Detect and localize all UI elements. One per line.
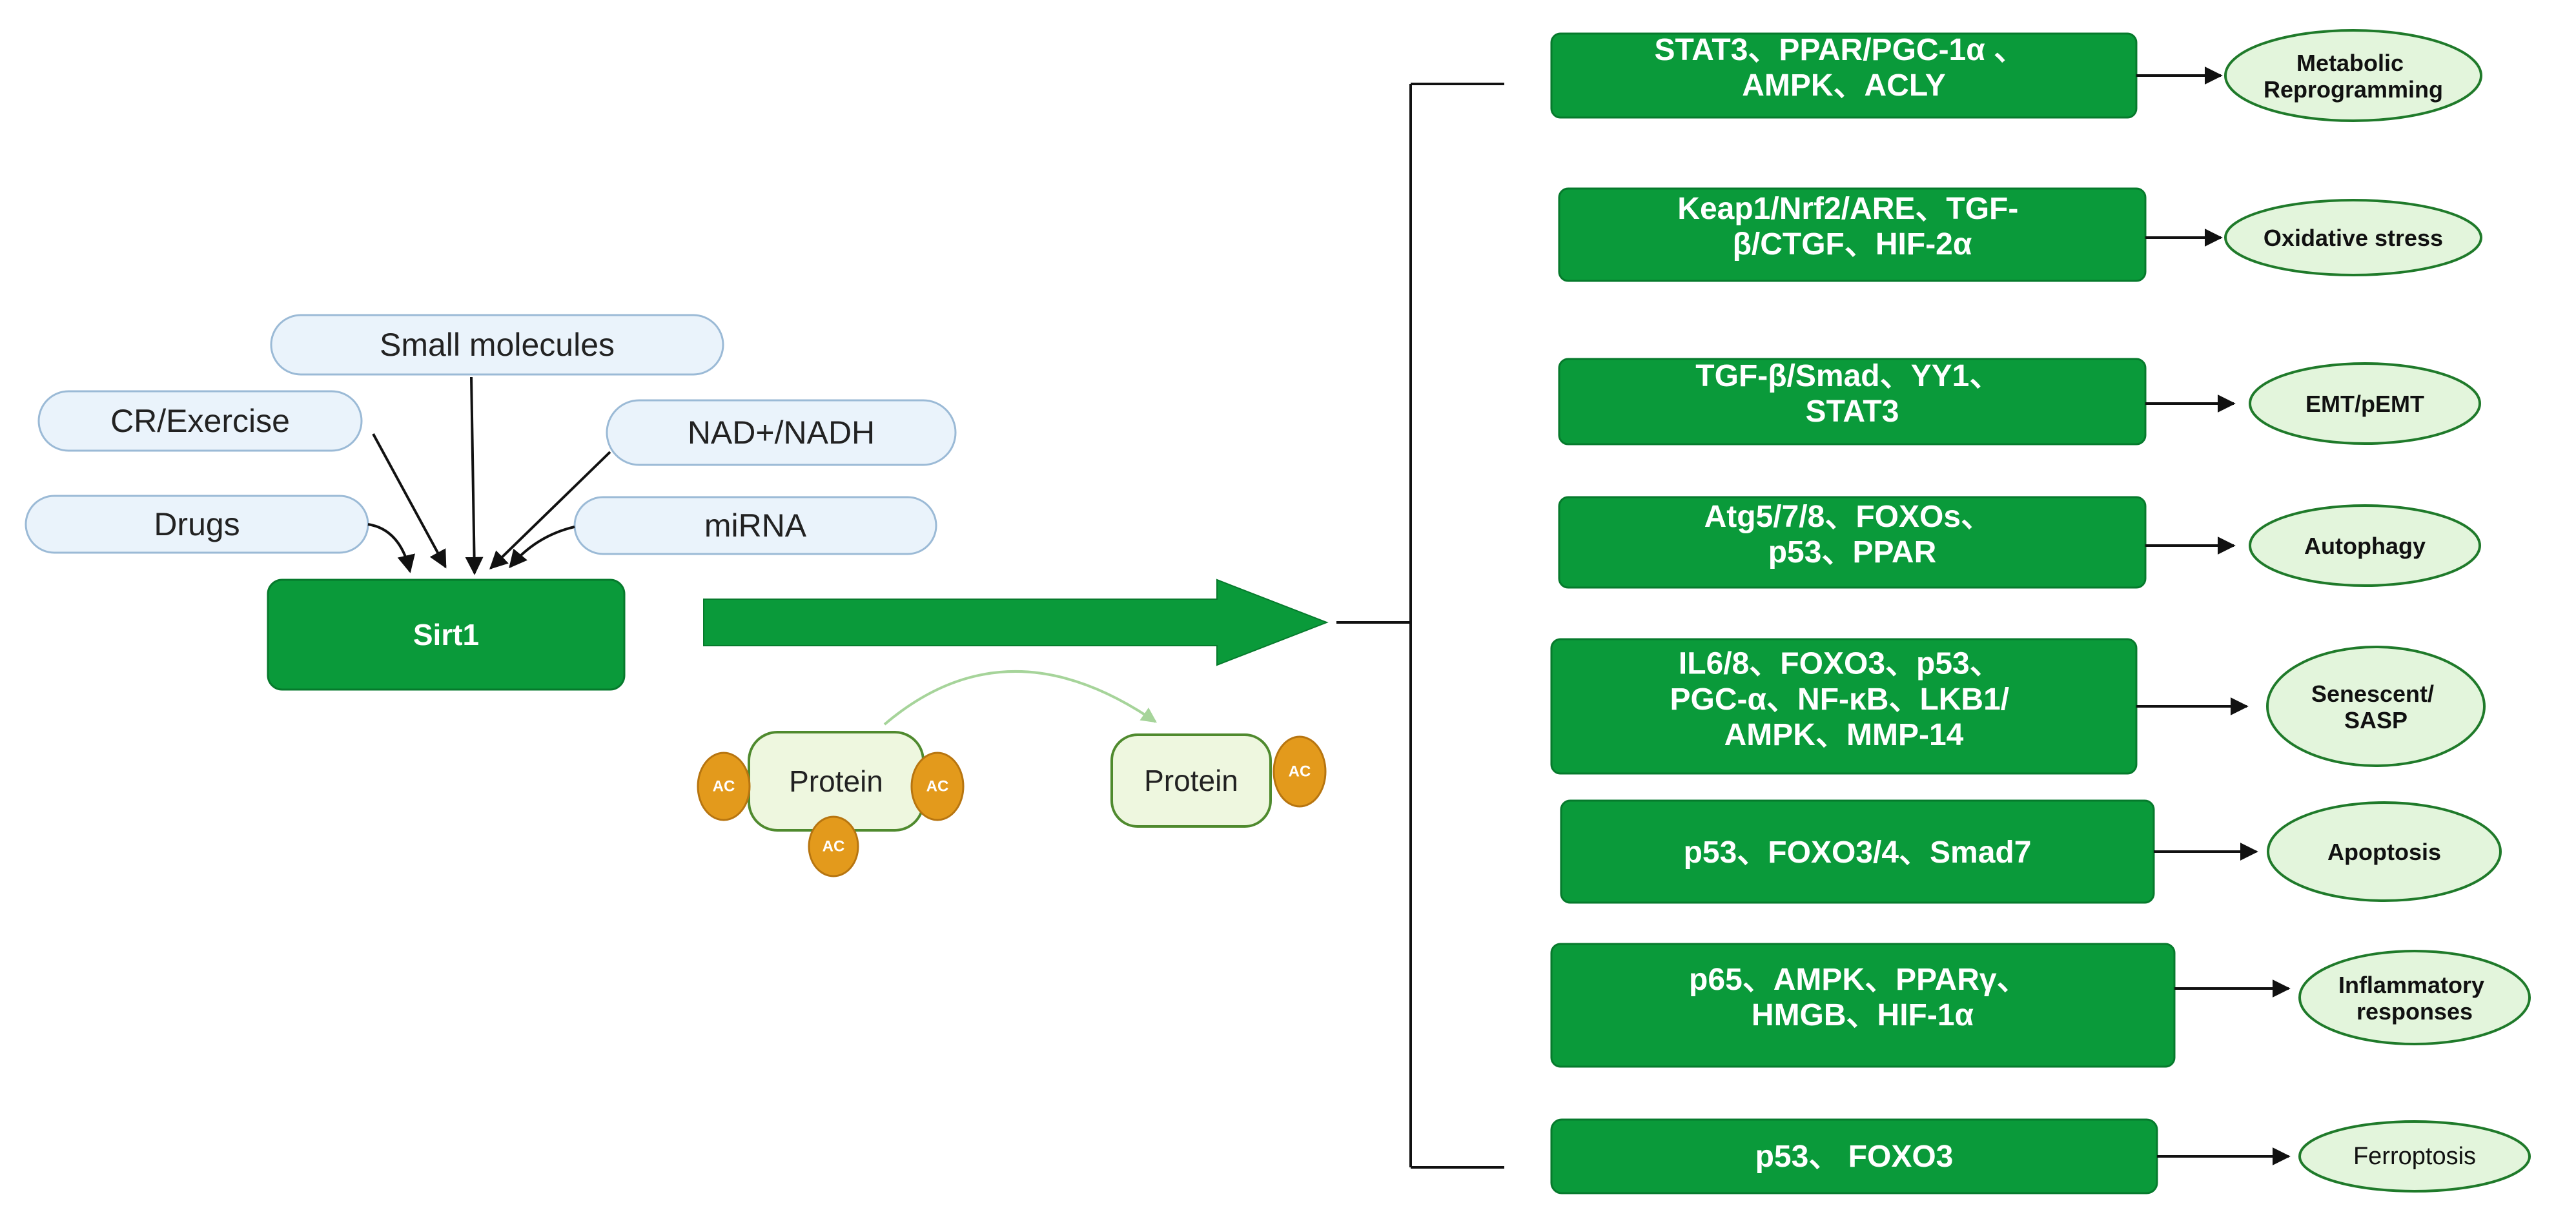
regulator-label: NAD+/NADH [688,415,875,451]
outcome-ellipse [2249,362,2481,445]
regulator-cr-exercise: CR/Exercise [37,390,363,452]
outcome-text: Autophagy [2304,533,2426,559]
ac-group-left: AC [697,752,751,821]
pathway-line: Keap1/Nrf2/ARE、TGF- [1677,192,2018,226]
pathway-box [1550,943,2176,1068]
pathway-line: HMGB、HIF-1α [1752,998,1974,1032]
pathway-box [1558,187,2147,282]
ac-label: AC [1289,763,1311,781]
outcome-line: responses [2356,998,2473,1025]
sirt1-box: Sirt1 [267,579,626,691]
pathway-text: TGF-β/Smad、YY1、 STAT3 [1695,359,2009,429]
pathway-bracket [1336,83,1504,1169]
outcome-ellipse [2266,646,2486,767]
pathway-line: AMPK、MMP-14 [1724,718,1964,752]
regulator-label: CR/Exercise [110,403,290,439]
deacetylation-arrow [883,670,1157,726]
pathway-line: p53、 FOXO3 [1755,1140,1954,1174]
pathway-row: TGF-β/Smad、YY1、 STAT3 EMT/pEMT [1558,358,2481,446]
ac-group-released: AC [1273,735,1327,808]
pathway-box [1558,496,2147,589]
ac-label: AC [713,778,735,795]
pathway-line: p53、FOXO3/4、Smad7 [1684,835,2032,870]
outcome-line: Senescent/ [2311,681,2434,707]
input-arrows [367,376,611,575]
outcome-ellipse [2298,950,2531,1045]
pathway-line: p65、AMPK、PPARγ、 [1689,963,2028,997]
pathway-rows: STAT3、PPAR/PGC-1α 、 AMPK、ACLY Metabolic … [1550,29,2531,1194]
ac-label: AC [926,778,949,795]
pathway-row: Keap1/Nrf2/ARE、TGF- β/CTGF、HIF-2α Oxidat… [1558,187,2482,282]
main-green-arrow [703,579,1329,666]
arrow-cr-exercise [372,433,447,569]
outcome-ellipse [2298,1120,2531,1193]
regulator-label: miRNA [704,507,807,544]
outcome-ellipse [2224,199,2482,276]
outcome-text: EMT/pEMT [2305,391,2424,417]
protein-right-label: Protein [1144,764,1238,797]
sirt1-label: Sirt1 [413,618,479,651]
regulator-small-molecules: Small molecules [270,314,724,376]
pathway-text: p53、FOXO3/4、Smad7 [1684,835,2032,870]
outcome-ellipse [2224,29,2482,122]
pathway-text: IL6/8、FOXO3、p53、 PGC-α、NF-κB、LKB1/ AMPK、… [1670,647,2018,752]
outcome-ellipse [2249,504,2481,587]
pathway-line: p53、PPAR [1768,535,1937,569]
outcome-line: Autophagy [2304,533,2426,559]
pathway-text: p53、 FOXO3 [1755,1140,1954,1174]
arrow-mirna [509,526,575,569]
regulator-mirna: miRNA [573,496,937,555]
pathway-text: Atg5/7/8、FOXOs、 p53、PPAR [1704,500,2001,569]
outcome-text: Apoptosis [2327,839,2441,865]
outcome-ellipse [2267,801,2502,902]
pathway-text: Keap1/Nrf2/ARE、TGF- β/CTGF、HIF-2α [1677,192,2027,261]
pathway-line: AMPK、ACLY [1742,68,1946,103]
protein-right: Protein [1110,733,1272,828]
pathway-text: STAT3、PPAR/PGC-1α 、 AMPK、ACLY [1655,33,2034,103]
outcome-text: Oxidative stress [2264,225,2443,251]
pathway-line: β/CTGF、HIF-2α [1733,227,1972,261]
pathway-line: PGC-α、NF-κB、LKB1/ [1670,682,2010,717]
outcome-line: SASP [2344,707,2407,733]
arrow-drugs [367,523,415,573]
pathway-row: IL6/8、FOXO3、p53、 PGC-α、NF-κB、LKB1/ AMPK、… [1550,638,2486,775]
pathway-row: p53、FOXO3/4、Smad7 Apoptosis [1560,799,2502,904]
pathway-text: p65、AMPK、PPARγ、 HMGB、HIF-1α [1689,963,2036,1032]
outcome-line: EMT/pEMT [2305,391,2424,417]
pathway-line: STAT3 [1806,394,1899,429]
regulator-drugs: Drugs [25,495,369,554]
pathway-row: p53、 FOXO3 Ferroptosis [1550,1118,2531,1194]
ac-group-right: AC [910,752,965,821]
pathway-row: p65、AMPK、PPARγ、 HMGB、HIF-1α Inflammatory… [1550,943,2531,1068]
pathway-row: Atg5/7/8、FOXOs、 p53、PPAR Autophagy [1558,496,2481,589]
regulator-nad-nadh: NAD+/NADH [606,399,957,466]
outcome-line: Oxidative stress [2264,225,2443,251]
ac-label: AC [823,838,845,855]
outcome-text: Inflammatory responses [2338,972,2491,1025]
regulator-label: Drugs [154,506,240,542]
outcome-line: Reprogramming [2264,76,2443,103]
pathway-row: STAT3、PPAR/PGC-1α 、 AMPK、ACLY Metabolic … [1550,29,2482,122]
arrow-small-molecules [465,376,484,575]
pathway-line: TGF-β/Smad、YY1、 [1695,359,2000,393]
pathway-line: Atg5/7/8、FOXOs、 [1704,500,1992,534]
outcome-text: Metabolic Reprogramming [2264,50,2443,103]
outcome-line: Inflammatory [2338,972,2484,998]
outcome-line: Metabolic [2296,50,2404,76]
pathway-line: IL6/8、FOXO3、p53、 [1679,647,2001,681]
ac-group-bottom: AC [808,815,859,877]
outcome-line: Ferroptosis [2353,1143,2476,1170]
outcome-text: Senescent/ SASP [2311,681,2440,733]
protein-left-label: Protein [789,764,883,798]
protein-left: Protein [748,731,925,832]
deacetylation-inset: Protein AC AC AC Protein AC [697,670,1327,877]
outcome-text: Ferroptosis [2353,1143,2476,1170]
pathway-line: STAT3、PPAR/PGC-1α 、 [1655,33,2025,67]
outcome-line: Apoptosis [2327,839,2441,865]
regulator-label: Small molecules [380,327,615,363]
pathway-box [1558,358,2147,446]
